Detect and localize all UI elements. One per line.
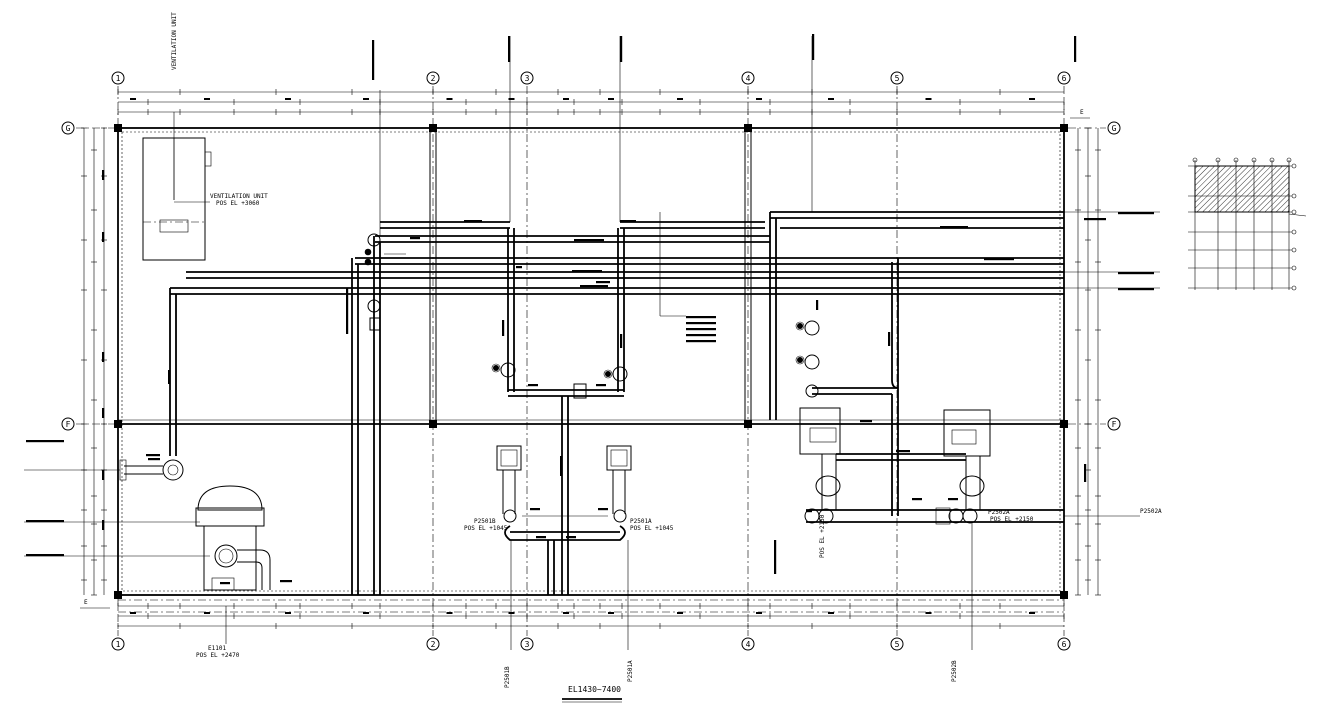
pump-p2501b-vertical-tag: P2501B [504,666,511,688]
dimension-lines [81,89,1101,629]
pump-p2502a-tag: P2502A [988,509,1010,516]
e1101-vessel: E1101 POS EL +2470 [195,485,271,659]
svg-text:F: F [66,420,71,429]
pump-p2502b-vertical-tag: P2502B [951,660,958,682]
drawing-title: EL1430~7400 [568,685,621,694]
grid-bubble-5: 5 5 [890,71,904,651]
structural-columns [114,124,1068,599]
side-tag-p2502a: P2502A [1140,508,1162,515]
line-tags [26,34,1154,585]
e1101-tag: E1101 [208,645,226,652]
svg-text:G: G [1112,124,1117,133]
svg-text:1: 1 [116,640,121,649]
svg-text:4: 4 [746,74,751,83]
svg-text:6: 6 [1062,74,1067,83]
pump-p2502a-elevation: POS EL +2150 [990,516,1034,523]
svg-text:4: 4 [746,640,751,649]
grid-bubble-1: 1 1 [111,71,125,651]
pump-p2501-group: P2501B POS EL +1045 P2501A POS EL +1045 … [464,228,674,688]
pump-p2501a-tag: P2501A [630,518,652,525]
svg-text:2: 2 [431,74,436,83]
grid-bubble-3: 3 3 [520,71,534,651]
svg-text:5: 5 [895,74,900,83]
ventilation-unit-vertical-tag: VENTILATION UNIT [171,12,178,70]
svg-text:F: F [1112,420,1117,429]
valve-cluster-left [364,233,406,331]
grid-bubble-G: G G [61,121,1121,135]
reference-marks: E E [80,109,1090,609]
pump-p2501a-vertical-tag: P2501A [627,660,634,682]
grid-bubble-2: 2 2 [426,71,440,651]
pump-p2501a-elevation: POS EL +1045 [630,525,674,532]
pump-p2501b-elevation: POS EL +1045 [464,525,508,532]
grid-lines [76,86,1106,636]
pump-p2502-group: P2502A POS EL +2150 POS EL +2150 P2502B … [795,258,1162,682]
svg-text:2: 2 [431,640,436,649]
svg-text:1: 1 [116,74,121,83]
svg-text:E: E [84,599,88,606]
svg-text:E: E [1080,109,1084,116]
key-plan [1188,157,1307,291]
grid-bubble-F: F F [61,417,1121,431]
grid-bubble-4: 4 4 [741,71,755,651]
svg-text:6: 6 [1062,640,1067,649]
ventilation-unit-tag: VENTILATION UNIT [210,193,268,200]
ventilation-unit: VENTILATION UNIT POS EL +3060 VENTILATIO… [142,12,268,261]
svg-text:5: 5 [895,640,900,649]
pump-p2501b-tag: P2501B [474,518,496,525]
e1101-elevation: POS EL +2470 [196,652,240,659]
ventilation-unit-elevation: POS EL +3060 [216,200,260,207]
drawing-title-block: EL1430~7400 [562,685,622,703]
svg-text:3: 3 [525,74,530,83]
svg-text:G: G [66,124,71,133]
svg-text:3: 3 [525,640,530,649]
grid-bubble-6: 6 6 [1057,71,1071,651]
grid-bubbles: 1 1 2 2 3 3 4 4 5 5 6 6 G G F F [61,71,1121,651]
pump-p2502a-vertical-elevation: POS EL +2150 [819,514,826,558]
